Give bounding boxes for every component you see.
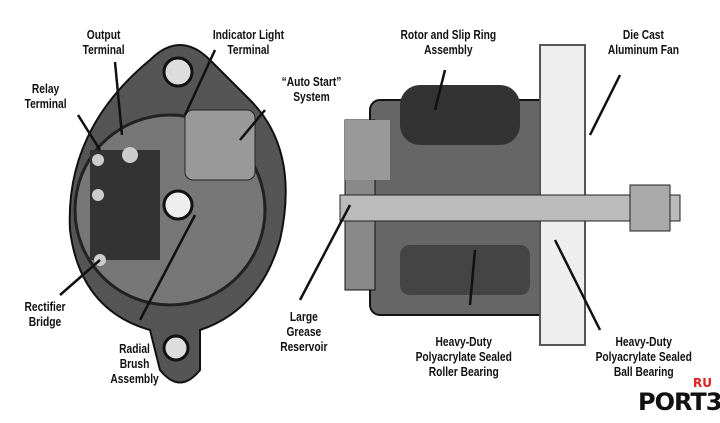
- port3-logo: PORT3 RU: [638, 376, 720, 416]
- rear-view-alternator: [68, 44, 287, 384]
- label-auto-start-system: “Auto Start”System: [281, 75, 342, 104]
- leader-lines: [59, 49, 622, 331]
- side-section-alternator: [339, 44, 681, 346]
- logo-suffix: RU: [693, 376, 712, 390]
- logo-word: PORT3: [638, 388, 720, 416]
